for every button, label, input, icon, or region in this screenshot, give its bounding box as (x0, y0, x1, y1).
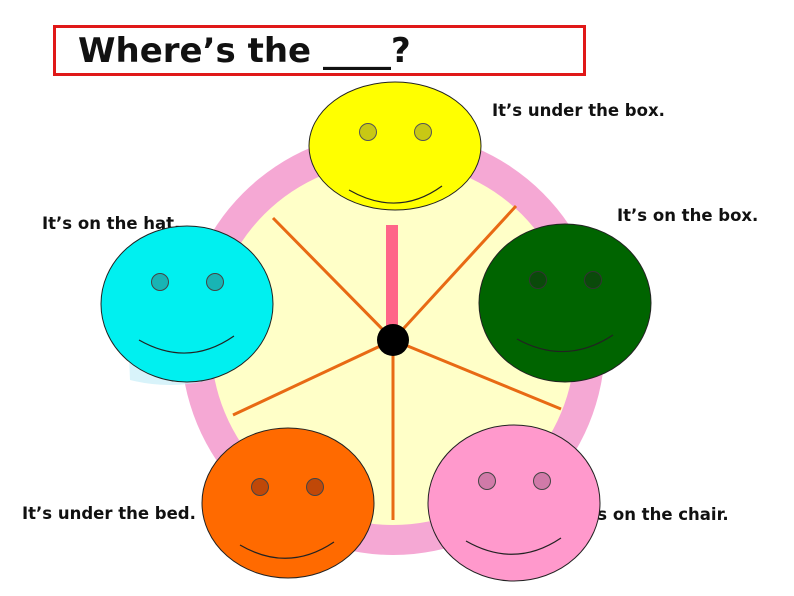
smile-icon (348, 185, 443, 204)
caption-top: It’s under the box. (492, 101, 665, 120)
eye-icon (529, 271, 547, 289)
eye-icon (478, 472, 496, 490)
eye-icon (584, 271, 602, 289)
spinner-hub[interactable] (377, 324, 409, 356)
caption-bottom-left: It’s under the bed. (22, 504, 196, 523)
caption-bottom-right: It’s on the chair. (577, 505, 729, 524)
wheel-spokes (232, 204, 562, 520)
caption-left: It’s on the hat. (42, 214, 180, 233)
page-title: Where’s the ____? (78, 31, 411, 71)
eye-icon (533, 472, 551, 490)
eye-icon (414, 123, 432, 141)
eye-icon (251, 478, 269, 496)
smile-icon (516, 334, 614, 353)
title-box: Where’s the ____? (53, 25, 586, 76)
face-green[interactable] (478, 223, 652, 383)
smile-icon (465, 537, 562, 555)
smile-icon (138, 335, 235, 354)
spinner-pointer[interactable] (386, 225, 398, 343)
face-orange[interactable] (201, 427, 375, 579)
face-cyan[interactable] (100, 225, 274, 383)
caption-right: It’s on the box. (617, 206, 758, 225)
face-pink[interactable] (427, 424, 601, 582)
face-yellow[interactable] (308, 81, 482, 211)
smile-icon (239, 541, 335, 559)
eye-icon (306, 478, 324, 496)
eye-icon (151, 273, 169, 291)
eye-icon (206, 273, 224, 291)
eye-icon (359, 123, 377, 141)
